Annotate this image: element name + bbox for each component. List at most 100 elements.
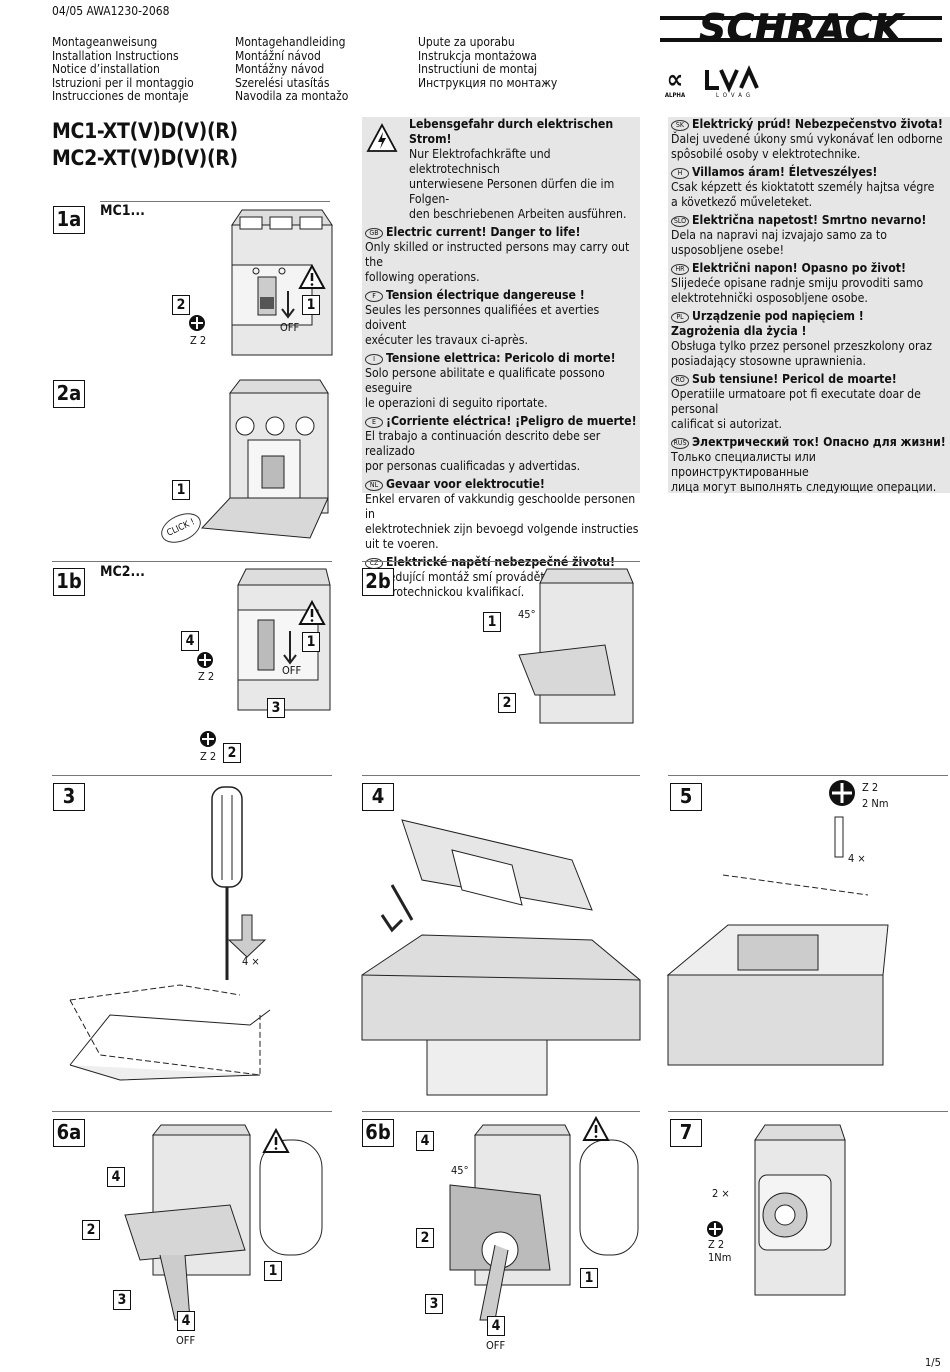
callout-2: 2 <box>172 295 190 315</box>
title-ru: Инструкция по монтажу <box>418 75 558 90</box>
off-label: OFF <box>282 664 302 677</box>
callout-4: 4 <box>107 1167 125 1187</box>
warning-title: Elektrický prúd! Nebezpečenstvo života! <box>692 117 943 131</box>
warning-text: Seules les personnes qualifiées et avert… <box>365 303 600 347</box>
screwdriver-bit-icon <box>829 780 855 806</box>
warning-text: Nur Elektrofachkräfte und elektrotechnis… <box>409 147 627 221</box>
warning-text: Ďalej uvedené úkony smú vykonávať len od… <box>671 132 943 161</box>
warning-text: El trabajo a continuación descrito debe … <box>365 429 601 473</box>
product-title-1: MC1-XT(V)D(V)(R) <box>52 119 238 143</box>
warning-entry: E¡Corriente eléctrica! ¡Peligro de muert… <box>365 414 639 474</box>
country-code-badge: SLO <box>671 216 689 227</box>
breaker-open-illustration <box>200 379 329 539</box>
screwdriver-bit-icon <box>189 315 205 331</box>
step-4-label: 4 <box>362 783 394 811</box>
quantity-4x: 4 × <box>242 955 260 968</box>
warning-title: Električna napetost! Smrtno nevarno! <box>692 213 927 227</box>
warning-title: Električni napon! Opasno po život! <box>692 261 906 275</box>
title-sl: Navodila za montažo <box>235 89 349 104</box>
subtitle-mc2: MC2... <box>100 564 145 580</box>
callout-4: 4 <box>416 1131 434 1151</box>
warning-text: Только специалисты или проинструктирован… <box>671 450 937 494</box>
callout-1: 1 <box>483 612 501 632</box>
tool-z2: Z 2 <box>862 781 879 794</box>
callout-2: 2 <box>223 743 241 763</box>
angle-45: 45° <box>518 608 536 621</box>
warning-text: Slijedeće opisane radnje smiju provoditi… <box>671 276 924 305</box>
warning-title: Tension électrique dangereuse ! <box>386 288 585 302</box>
warning-title: Tensione elettrica: Pericolo di morte! <box>386 351 616 365</box>
screwdriver-bit-icon <box>707 1221 723 1237</box>
lightning-warning-icon <box>366 123 398 152</box>
title-column-2: Montagehandleiding Montážní návod Montáž… <box>235 35 349 104</box>
divider <box>668 1111 948 1112</box>
lovag-mark-icon: LOVAG <box>705 65 765 100</box>
country-code-badge: E <box>365 417 383 428</box>
callout-4: 4 <box>181 631 199 651</box>
title-sk: Montážny návod <box>235 62 325 77</box>
country-code-badge: HR <box>671 264 689 275</box>
title-nl: Montagehandleiding <box>235 35 346 49</box>
divider <box>362 561 640 562</box>
title-de: Montageanweisung <box>52 35 158 49</box>
title-cz: Montážní návod <box>235 48 321 63</box>
callout-3: 3 <box>267 698 285 718</box>
divider <box>362 1111 640 1112</box>
step-3-label: 3 <box>53 783 85 811</box>
breaker-illustration <box>231 209 333 356</box>
document-code: 04/05 AWA1230-2068 <box>52 4 170 18</box>
breaker-cover-illustration <box>518 568 634 724</box>
tool-z2: Z 2 <box>708 1238 725 1251</box>
callout-1: 1 <box>302 295 320 315</box>
title-column-3: Upute za uporabu Instrukcja montażowa In… <box>418 35 558 90</box>
country-code-badge: RO <box>671 375 689 386</box>
product-title-2: MC2-XT(V)D(V)(R) <box>52 146 238 170</box>
warning-title: Villamos áram! Életveszélyes! <box>692 165 878 179</box>
title-hr: Upute za uporabu <box>418 35 515 49</box>
title-en: Installation Instructions <box>52 48 179 63</box>
title-ro: Instructiuni de montaj <box>418 62 538 77</box>
torque-1nm: 1Nm <box>708 1251 732 1264</box>
warning-entry: Lebensgefahr durch elektrischen Strom!Nu… <box>365 117 639 222</box>
callout-3: 3 <box>425 1294 443 1314</box>
warning-title: Sub tensiune! Pericol de moarte! <box>692 372 897 386</box>
country-code-badge: RUS <box>671 438 689 449</box>
warning-title: Электрический ток! Опасно для жизни! <box>692 435 946 449</box>
warning-title: Elektrické napětí nebezpečné životu! <box>386 555 616 569</box>
title-fr: Notice d’installation <box>52 62 160 77</box>
off-label: OFF <box>176 1334 196 1347</box>
screwdriver-bit-icon <box>200 731 216 747</box>
warning-text: Operatiile urmatoare pot fi executate do… <box>671 387 921 431</box>
title-es: Instrucciones de montaje <box>52 89 189 104</box>
warning-heading: Lebensgefahr durch elektrischen Strom! <box>409 117 639 147</box>
off-label: OFF <box>486 1339 506 1352</box>
country-code-badge: SK <box>671 120 689 131</box>
callout-3: 3 <box>113 1290 131 1310</box>
title-column-1: Montageanweisung Installation Instructio… <box>52 35 194 104</box>
warning-title: Lebensgefahr durch elektrischen Strom! <box>409 117 614 146</box>
handle-finished-illustration <box>754 1124 846 1296</box>
warning-triangle-icon <box>262 1127 290 1153</box>
warning-triangle-icon <box>298 599 326 625</box>
tool-z2: Z 2 <box>190 334 207 347</box>
step-1b-label: 1b <box>53 568 85 596</box>
warning-text: Enkel ervaren of vakkundig geschoolde pe… <box>365 492 639 551</box>
mounting-box-illustration <box>361 819 641 1096</box>
country-code-badge: GB <box>365 228 383 239</box>
callout-1: 1 <box>302 632 320 652</box>
